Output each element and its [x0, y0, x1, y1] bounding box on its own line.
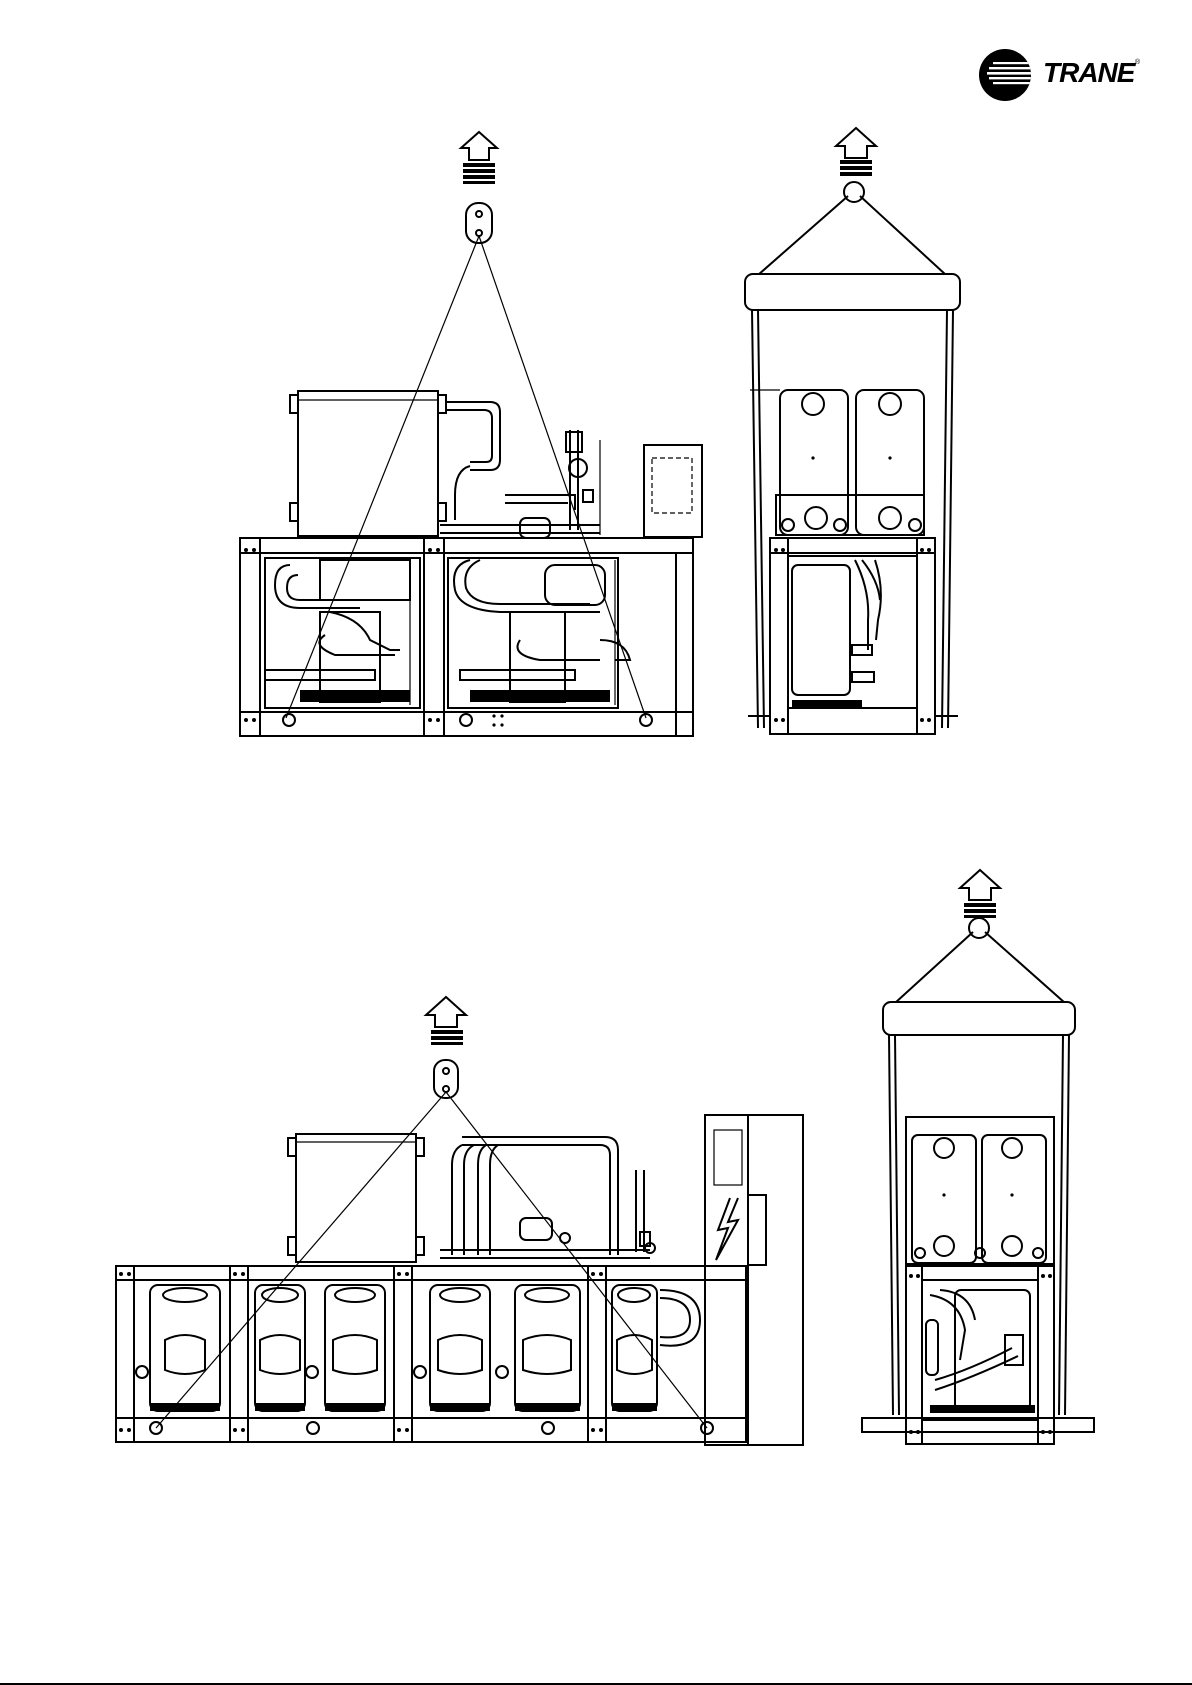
lifting-slings	[895, 932, 1065, 1006]
compressor-row	[136, 1285, 700, 1411]
compressor-1	[136, 1285, 220, 1411]
view-top-left-side	[240, 132, 702, 736]
lifting-slings	[286, 236, 646, 718]
view-bottom-left-side	[116, 997, 803, 1445]
condenser-coil-box	[288, 1134, 424, 1262]
lifting-shackle-icon	[969, 918, 989, 938]
lifting-slings	[758, 196, 946, 278]
view-bottom-right-end	[862, 870, 1094, 1444]
spreader-bar	[745, 274, 960, 310]
lifting-slings	[156, 1092, 707, 1428]
electrical-hazard-icon	[716, 1198, 738, 1260]
base-frame	[240, 538, 693, 736]
refrigerant-piping	[440, 1137, 655, 1258]
lift-up-arrow-icon	[836, 128, 876, 176]
compressor-3	[306, 1285, 385, 1411]
lifting-shackle-icon	[844, 182, 864, 202]
compressor-4	[414, 1285, 490, 1411]
control-panel	[644, 445, 702, 537]
base-frame	[748, 538, 958, 734]
lift-up-arrow-icon	[461, 132, 497, 184]
spreader-drops	[889, 1035, 1069, 1415]
compressor-5	[496, 1285, 580, 1411]
compressor-6	[612, 1285, 700, 1411]
lift-up-arrow-icon	[426, 997, 466, 1045]
view-top-right-end	[745, 128, 960, 734]
lift-up-arrow-icon	[960, 870, 1000, 918]
spreader-bar	[883, 1002, 1075, 1035]
coil-modules	[906, 1117, 1054, 1264]
compressor-group-2	[448, 558, 630, 708]
spreader-drops	[752, 310, 953, 728]
coil-modules	[750, 390, 924, 535]
compressor-group-1	[265, 558, 420, 708]
